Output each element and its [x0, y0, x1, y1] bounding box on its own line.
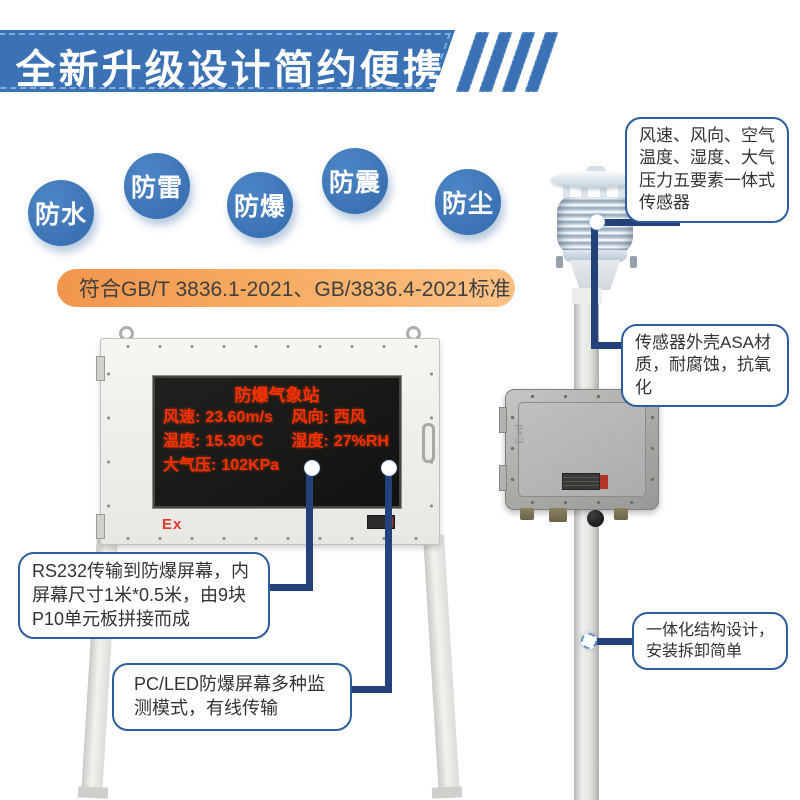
callout-text: 风速、风向、空气温度、湿度、大气压力五要素一体式传感器 — [639, 126, 775, 213]
pressure-label: 大气压: — [163, 457, 217, 474]
screw-row-top — [112, 344, 428, 349]
cable-gland — [549, 508, 567, 522]
box-exd-marking: Exd — [514, 423, 526, 444]
mounting-pole — [574, 294, 599, 800]
cable-knob — [587, 510, 604, 527]
sensor-finial — [587, 166, 605, 174]
led-screen — [153, 376, 401, 508]
callout-structure: 一体化结构设计，安装拆卸简单 — [632, 612, 788, 671]
standard-pill: 符合GB/T 3836.1-2021、GB/3836.4-2021标准 — [57, 269, 515, 307]
temperature-value: 15.30°C — [205, 433, 264, 450]
connector-pcled-v — [385, 470, 392, 693]
box-nameplate — [562, 473, 600, 490]
badge-label: 防水 — [34, 201, 87, 229]
screw-row-bottom — [112, 536, 428, 541]
cable-gland — [614, 508, 628, 520]
wind-speed-label: 风速: — [163, 409, 201, 426]
stand-leg-right — [423, 534, 460, 798]
door-hinge-bottom — [96, 514, 105, 539]
sensor-bolt-right — [630, 256, 637, 268]
anchor-dot-sensor — [589, 214, 605, 230]
callout-rs232: RS232传输到防爆屏幕，内屏幕尺寸1米*0.5米，由9块P10单元板拼接而成 — [18, 552, 270, 640]
screw-row-left — [106, 352, 111, 532]
door-handle — [422, 423, 435, 463]
weather-reading-row: 温度:15.30°C 湿度:27%RH — [163, 427, 399, 451]
ex-certification-mark: Ex — [162, 516, 183, 533]
humidity-value: 27%RH — [333, 433, 389, 450]
sensor-post — [618, 184, 625, 200]
badge-shock-proof: 防震 — [322, 148, 388, 214]
sensor-bolt-left — [556, 256, 563, 268]
box-screw-row-left — [510, 402, 515, 497]
box-nameplate-red-tag — [600, 475, 608, 489]
callout-sensor-elements: 风速、风向、空气温度、湿度、大气压力五要素一体式传感器 — [625, 117, 789, 223]
connector-structure-h — [595, 638, 634, 645]
badge-label: 防雷 — [130, 174, 183, 202]
callout-text: RS232传输到防爆屏幕，内屏幕尺寸1米*0.5米，由9块P10单元板拼接而成 — [32, 561, 250, 629]
callout-text: 传感器外壳ASA材质，耐腐蚀，抗氧化 — [635, 333, 772, 397]
banner: 全新升级设计简约便携 — [0, 30, 456, 92]
connector-rs232-h — [268, 584, 313, 591]
callout-text: PC/LED防爆屏幕多种监测模式，有线传输 — [134, 674, 326, 718]
humidity-label: 湿度: — [291, 433, 329, 450]
screw-row-right — [429, 352, 434, 532]
wind-direction-value: 西风 — [333, 409, 366, 426]
badge-label: 防尘 — [441, 190, 494, 218]
stand-foot-right — [431, 786, 463, 799]
box-screw-row-right — [650, 402, 655, 497]
connector-rs232-v — [306, 470, 313, 591]
sensor-cap — [551, 171, 637, 188]
screen-title: 防爆气象站 — [234, 386, 320, 405]
cable-gland — [520, 508, 534, 520]
box-screw-row-bottom — [516, 500, 648, 505]
badge-lightning-proof: 防雷 — [124, 153, 190, 219]
box-hinge-top — [499, 407, 507, 433]
connector-sensor-housing-v — [591, 222, 598, 348]
door-hinge-top — [96, 356, 105, 381]
anchor-dot-screen-left — [304, 460, 320, 476]
weather-reading-row: 风速:23.60m/s 风向:西风 — [163, 403, 399, 427]
wind-direction-label: 风向: — [291, 409, 329, 426]
sensor-post — [581, 184, 588, 200]
badge-label: 防震 — [328, 169, 381, 197]
weather-reading-row: 大气压:102KPa — [163, 451, 399, 475]
temperature-label: 温度: — [163, 433, 201, 450]
banner-title: 全新升级设计简约便携 — [15, 48, 446, 92]
sensor-post — [600, 184, 607, 200]
badge-dust-proof: 防尘 — [435, 169, 501, 235]
box-screw-row-top — [516, 394, 648, 399]
anchor-dot-pole — [581, 633, 597, 649]
callout-text: 一体化结构设计，安装拆卸简单 — [646, 622, 775, 661]
connector-pcled-h — [350, 686, 392, 693]
wind-speed-value: 23.60m/s — [205, 409, 273, 426]
badge-label: 防爆 — [233, 193, 286, 221]
callout-sensor-housing: 传感器外壳ASA材质，耐腐蚀，抗氧化 — [621, 324, 789, 408]
badge-waterproof: 防水 — [28, 180, 94, 246]
standard-text: 符合GB/T 3836.1-2021、GB/3836.4-2021标准 — [79, 278, 511, 301]
connector-sensor-housing-h — [591, 342, 624, 349]
pressure-value: 102KPa — [221, 457, 280, 474]
stand-foot-left — [77, 786, 109, 799]
callout-pc-led: PC/LED防爆屏幕多种监测模式，有线传输 — [112, 663, 352, 731]
sensor-post — [563, 184, 570, 200]
badge-explosion-proof: 防爆 — [227, 172, 293, 238]
box-hinge-bottom — [499, 465, 507, 491]
anchor-dot-screen-right — [381, 460, 397, 476]
